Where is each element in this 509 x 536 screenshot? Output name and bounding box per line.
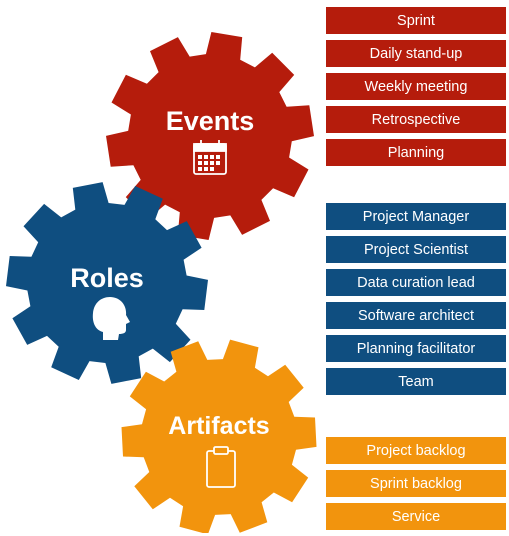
roles-list: Project Manager Project Scientist Data c… [326, 203, 506, 401]
roles-gear-shape [6, 182, 208, 384]
clipboard-icon [206, 446, 236, 488]
roles-item: Software architect [326, 302, 506, 329]
events-item: Weekly meeting [326, 73, 506, 100]
artifacts-gear-label: Artifacts [168, 412, 269, 440]
artifacts-gear-shape [121, 339, 317, 533]
artifacts-gear: Artifacts [121, 339, 317, 533]
events-item: Planning [326, 139, 506, 166]
events-gear-label: Events [166, 106, 255, 136]
artifacts-list: Project backlog Sprint backlog Service [326, 437, 506, 536]
events-gear: Events [106, 32, 314, 240]
events-item: Retrospective [326, 106, 506, 133]
roles-gear-label: Roles [70, 263, 144, 293]
roles-item: Team [326, 368, 506, 395]
events-gear-shape [106, 32, 314, 240]
roles-item: Data curation lead [326, 269, 506, 296]
roles-item: Project Scientist [326, 236, 506, 263]
roles-gear: Roles [6, 182, 208, 384]
events-item: Daily stand-up [326, 40, 506, 67]
artifacts-item: Project backlog [326, 437, 506, 464]
roles-item: Planning facilitator [326, 335, 506, 362]
artifacts-item: Sprint backlog [326, 470, 506, 497]
events-list: Sprint Daily stand-up Weekly meeting Ret… [326, 7, 506, 172]
calendar-icon [193, 140, 227, 175]
head-silhouette-icon [92, 297, 130, 340]
events-item: Sprint [326, 7, 506, 34]
roles-item: Project Manager [326, 203, 506, 230]
artifacts-item: Service [326, 503, 506, 530]
